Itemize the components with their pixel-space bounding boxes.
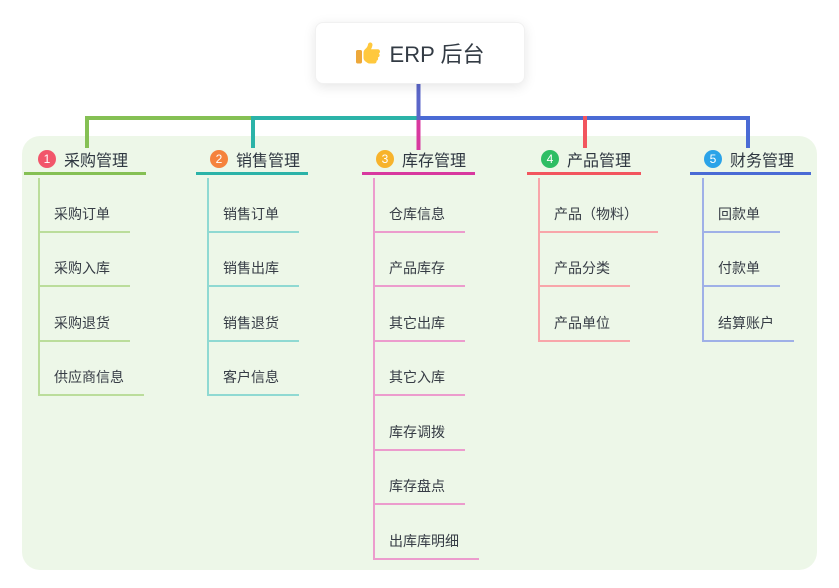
branch-sales-header[interactable]: 2 销售管理	[196, 146, 308, 175]
child-item: 产品分类	[540, 233, 658, 287]
branch-sales-children: 销售订单 销售出库 销售退货 客户信息	[207, 178, 299, 396]
branch-label: 库存管理	[402, 153, 467, 170]
child-item: 销售退货	[209, 287, 299, 342]
child-item: 仓库信息	[375, 178, 479, 233]
branch-number-badge: 1	[38, 150, 56, 168]
child-item: 库存调拨	[375, 396, 479, 451]
child-item: 其它出库	[375, 287, 479, 342]
branch-finance-children: 回款单 付款单 结算账户	[702, 178, 794, 342]
child-item: 产品（物料）	[540, 178, 658, 233]
child-item: 客户信息	[209, 342, 299, 396]
branch-purchase-children: 采购订单 采购入库 采购退货 供应商信息	[38, 178, 144, 396]
thumbs-up-icon	[355, 42, 380, 64]
root-label: ERP 后台	[389, 42, 485, 67]
branch-product-children: 产品（物料） 产品分类 产品单位	[538, 178, 658, 342]
branch-purchase-header[interactable]: 1 采购管理	[24, 146, 146, 175]
branch-inventory-header[interactable]: 3 库存管理	[362, 146, 475, 175]
branches-panel	[22, 136, 817, 570]
branch-number-badge: 5	[704, 150, 722, 168]
child-item: 采购入库	[40, 233, 144, 287]
branch-finance-header[interactable]: 5 财务管理	[690, 146, 811, 175]
branch-product-header[interactable]: 4 产品管理	[527, 146, 641, 175]
branch-number-badge: 3	[376, 150, 394, 168]
child-item: 付款单	[704, 233, 794, 287]
branch-label: 财务管理	[730, 153, 795, 170]
child-item: 回款单	[704, 178, 794, 233]
child-item: 供应商信息	[40, 342, 144, 396]
branch-label: 销售管理	[236, 153, 301, 170]
child-item: 产品库存	[375, 233, 479, 287]
branch-inventory-children: 仓库信息 产品库存 其它出库 其它入库 库存调拨 库存盘点 出库库明细	[373, 178, 479, 560]
child-item: 采购订单	[40, 178, 144, 233]
branch-number-badge: 2	[210, 150, 228, 168]
child-item: 库存盘点	[375, 451, 479, 505]
branch-label: 采购管理	[64, 153, 129, 170]
child-item: 结算账户	[704, 287, 794, 342]
child-item: 采购退货	[40, 287, 144, 342]
root-node[interactable]: ERP 后台	[315, 22, 525, 84]
child-item: 其它入库	[375, 342, 479, 396]
child-item: 出库库明细	[375, 505, 479, 560]
child-item: 销售出库	[209, 233, 299, 287]
child-item: 产品单位	[540, 287, 658, 342]
branch-label: 产品管理	[567, 153, 632, 170]
child-item: 销售订单	[209, 178, 299, 233]
branch-number-badge: 4	[541, 150, 559, 168]
